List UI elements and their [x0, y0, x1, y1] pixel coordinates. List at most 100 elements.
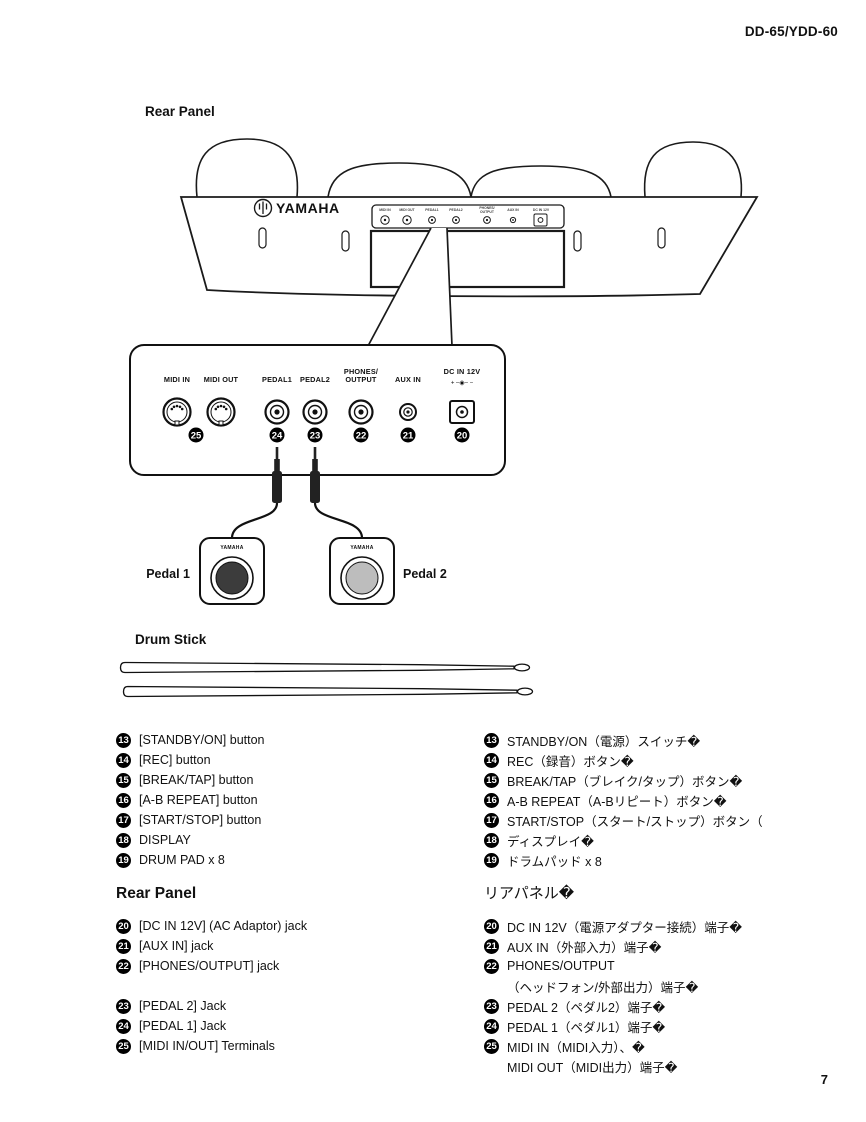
- list-item: 25 [MIDI IN/OUT] Terminals: [116, 1036, 490, 1056]
- item-number-badge: 24: [116, 1018, 131, 1034]
- item-number-badge: 16: [116, 792, 131, 808]
- unit-jack-strip: MIDI IN MIDI OUT PEDAL1 PEDAL2 PHONES/ O…: [371, 204, 565, 229]
- strip-label-pedal1: PEDAL1: [425, 208, 438, 212]
- item-number-badge: 13: [116, 732, 131, 748]
- aux-in-jack: [399, 403, 417, 421]
- list-item: 19 ドラムパッド x 8: [484, 850, 858, 870]
- strip-label-pedal2: PEDAL2: [449, 208, 462, 212]
- legend-column-english: 13 [STANDBY/ON] button 14[REC] button 15 […: [116, 730, 490, 1056]
- item-number-badge: 24: [484, 1018, 499, 1034]
- drum-pad-mid-left: [327, 162, 472, 198]
- unit-slot: [657, 227, 666, 249]
- rear-panel-list-heading: Rear Panel: [116, 885, 197, 902]
- item-label: DRUM PAD x 8: [139, 853, 225, 867]
- item-number-badge: 17: [116, 812, 131, 828]
- item-label: ディスプレイ�: [507, 834, 594, 849]
- item-label: MIDI OUT（MIDI出力）端子�: [507, 1060, 678, 1075]
- unit-slot: [341, 230, 350, 252]
- item-number-badge: 15: [116, 772, 131, 788]
- item-number-badge: 23: [484, 998, 499, 1014]
- unit-slot: [258, 227, 267, 249]
- item-label: START/STOP（スタート/ストップ）ボタン（: [507, 814, 763, 829]
- item-label: AUX IN（外部入力）端子�: [507, 940, 662, 955]
- drum-pad-mid-right: [470, 165, 612, 198]
- item-label: [AUX IN] jack: [139, 939, 214, 953]
- item-number-badge: 22: [484, 958, 499, 974]
- list-item: 24 PEDAL 1（ペダル1）端子�: [484, 1016, 858, 1036]
- list-item: 14[REC] button: [116, 750, 490, 770]
- item-label: [DC IN 12V] (AC Adaptor) jack: [139, 919, 308, 933]
- pedal1-caption: Pedal 1: [146, 567, 190, 581]
- strip-label-dc: DC IN 12V: [533, 208, 550, 212]
- item-label: STANDBY/ON（電源）スイッチ�: [507, 734, 701, 749]
- doc-model-header: DD-65/YDD-60: [744, 24, 838, 39]
- item-label: PEDAL 1（ペダル1）端子�: [507, 1020, 666, 1035]
- list-item: 13 [STANDBY/ON] button: [116, 730, 490, 750]
- phone-plug-2: [310, 447, 320, 503]
- strip-label-phones1: PHONES/: [479, 206, 494, 210]
- pedal2-jack: [302, 399, 328, 425]
- callout-label-midi-in: MIDI IN: [164, 375, 190, 384]
- page-number: 7: [820, 1072, 828, 1087]
- phone-plug-1: [272, 447, 282, 503]
- badge-20: 20: [457, 431, 468, 442]
- spacer-row: [116, 976, 490, 996]
- list-item: 16[A-B REPEAT] button: [116, 790, 490, 810]
- yamaha-logo: YAMAHA: [253, 198, 340, 218]
- item-number-badge: 19: [484, 852, 499, 868]
- list-item: 22 [PHONES/OUTPUT] jack: [116, 956, 490, 976]
- badge-23: 23: [310, 431, 321, 442]
- callout-pointer: [367, 227, 453, 347]
- badge-25: 25: [191, 431, 202, 442]
- item-number-badge: 22: [116, 958, 131, 974]
- pedal2-logo-text: YAMAHA: [350, 545, 373, 551]
- drum-stick-section-label: Drum Stick: [135, 632, 207, 647]
- item-label: [PEDAL 2] Jack: [139, 999, 227, 1013]
- item-label: A-B REPEAT（A-Bリピート）ボタン�: [507, 794, 727, 809]
- list-item: 20 [DC IN 12V] (AC Adaptor) jack: [116, 916, 490, 936]
- item-number-badge: 23: [116, 998, 131, 1014]
- pedal1-jack: [264, 399, 290, 425]
- pedal2-caption: Pedal 2: [403, 567, 447, 581]
- item-number-badge: 19: [116, 852, 131, 868]
- item-label: [STANDBY/ON] button: [139, 733, 265, 747]
- jack-callout-panel: MIDI IN MIDI OUT PEDAL1 PEDAL2 PHONES/ O…: [129, 344, 506, 476]
- item-label: [PEDAL 1] Jack: [139, 1019, 227, 1033]
- badge-24: 24: [272, 431, 283, 442]
- item-label: BREAK/TAP（ブレイク/タップ）ボタン�: [507, 774, 743, 789]
- phones-output-jack: [348, 399, 374, 425]
- badge-22: 22: [356, 431, 367, 442]
- callout-label-phones2: OUTPUT: [345, 375, 377, 384]
- strip-label-aux: AUX IN: [507, 208, 519, 212]
- item-number-badge: 14: [116, 752, 131, 768]
- item-label: PEDAL 2（ペダル2）端子�: [507, 1000, 666, 1015]
- item-number-badge: 13: [484, 732, 499, 748]
- midi-out-jack: [206, 397, 236, 427]
- item-number-badge: 16: [484, 792, 499, 808]
- item-number-badge: 25: [116, 1038, 131, 1054]
- pedal-cables: [230, 447, 364, 539]
- item-label: [BREAK/TAP] button: [139, 773, 254, 787]
- callout-label-pedal2: PEDAL2: [300, 375, 330, 384]
- item-number-badge: 20: [116, 918, 131, 934]
- item-label: （ヘッドフォン/外部出力）端子�: [507, 980, 699, 995]
- item-label: [MIDI IN/OUT] Terminals: [139, 1039, 275, 1053]
- item-label: ドラムパッド x 8: [507, 854, 602, 869]
- yamaha-logo-text: YAMAHA: [276, 200, 340, 216]
- item-label: [PHONES/OUTPUT] jack: [139, 959, 280, 973]
- list-item: 24 [PEDAL 1] Jack: [116, 1016, 490, 1036]
- item-number-badge: 14: [484, 752, 499, 768]
- item-number-badge: 25: [484, 1038, 499, 1054]
- item-label: DC IN 12V（電源アダプター接続）端子�: [507, 920, 743, 935]
- rear-panel-section-label: Rear Panel: [145, 104, 215, 119]
- cable-1: [230, 502, 279, 539]
- strip-label-phones2: OUTPUT: [480, 210, 495, 214]
- item-label: PHONES/OUTPUT: [507, 959, 615, 973]
- list-item: 23 PEDAL 2（ペダル2）端子�: [484, 996, 858, 1016]
